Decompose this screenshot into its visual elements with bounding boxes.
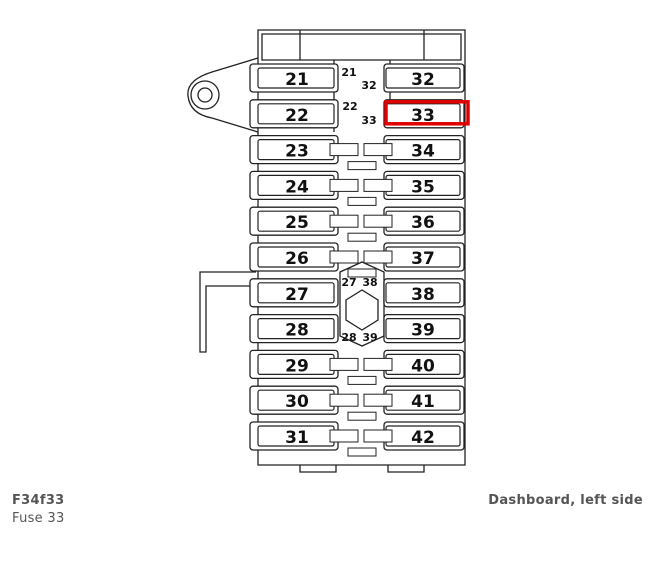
fuse-row: 25 36 [249, 206, 465, 242]
spine-label: 33 [361, 114, 376, 127]
connector-clip [347, 411, 377, 421]
fuse-number-label: Fuse 33 [12, 511, 65, 526]
fuse-number: 21 [285, 70, 309, 90]
connector-block [363, 250, 393, 264]
fuse-slot-inner [257, 282, 335, 304]
fuse-number: 25 [285, 213, 309, 233]
fuse-row: 31 42 [249, 421, 465, 457]
connector-block [363, 143, 393, 157]
spine-label: 32 [361, 79, 376, 92]
fuse-number: 33 [411, 106, 435, 126]
fuse-slot-inner [257, 103, 335, 125]
connector-block [363, 178, 393, 192]
fuse-row: 22 33 [249, 99, 470, 129]
fuse-row: 24 35 [249, 170, 465, 206]
fuse-number: 31 [285, 428, 309, 448]
connector-block [363, 429, 393, 443]
fuse-row: 30 41 [249, 385, 465, 421]
fuse-number: 38 [411, 285, 435, 305]
spine-label: 27 [341, 276, 356, 289]
fuse-number: 28 [285, 321, 309, 341]
fuse-number: 35 [411, 177, 435, 197]
fuse-number: 24 [285, 177, 309, 197]
fuse-number: 26 [285, 249, 309, 269]
fuse-number: 36 [411, 213, 435, 233]
connector-block [363, 393, 393, 407]
fuse-number: 42 [411, 428, 435, 448]
spine-label: 38 [362, 276, 377, 289]
fuse-number: 23 [285, 142, 309, 162]
connector-block [329, 357, 359, 371]
fuse-number: 34 [411, 142, 435, 162]
fuse-row: 26 37 [249, 242, 465, 278]
fuse-box-diagram: 21 32 22 33 23 34 24 35 25 36 26 37 27 38 28 39 29 40 30 41… [187, 29, 470, 473]
fuse-slot-inner [385, 282, 461, 304]
connector-block [329, 143, 359, 157]
spine-label: 39 [362, 331, 377, 344]
spine-label: 22 [342, 100, 357, 113]
connector-clip [347, 161, 377, 171]
connector-clip [347, 196, 377, 206]
fuse-slot-inner [385, 67, 461, 89]
connector-block [329, 214, 359, 228]
fuse-row: 27 38 [249, 278, 465, 308]
spine-label: 21 [341, 66, 356, 79]
fuse-row: 28 39 [249, 313, 465, 344]
fuse-number: 22 [285, 106, 309, 126]
connector-block [329, 393, 359, 407]
fuse-number: 27 [285, 285, 309, 305]
connector-clip [347, 268, 377, 278]
connector-clip [347, 232, 377, 242]
fuse-row: 21 32 [249, 63, 465, 93]
fuse-row: 23 34 [249, 134, 465, 171]
fuse-number: 40 [411, 356, 435, 376]
location-label: Dashboard, left side [488, 493, 643, 508]
highlight-box [384, 100, 470, 126]
fuse-slot-inner [257, 67, 335, 89]
connector-block [329, 250, 359, 264]
fuse-slot-inner [385, 318, 461, 340]
fuse-number: 39 [411, 321, 435, 341]
fuse-number: 41 [411, 392, 435, 412]
fuse-number: 30 [285, 392, 309, 412]
fuse-slot-inner [257, 318, 335, 340]
fuse-row: 29 40 [249, 349, 465, 385]
connector-clip [347, 375, 377, 385]
spine-label: 28 [341, 331, 356, 344]
fuse-number: 32 [411, 70, 435, 90]
connector-block [329, 178, 359, 192]
fuse-number: 29 [285, 356, 309, 376]
connector-block [363, 357, 393, 371]
connector-block [329, 429, 359, 443]
connector-block [363, 214, 393, 228]
fuse-number: 37 [411, 249, 435, 269]
connector-clip [347, 447, 377, 457]
fuse-code-label: F34f33 [12, 493, 65, 508]
